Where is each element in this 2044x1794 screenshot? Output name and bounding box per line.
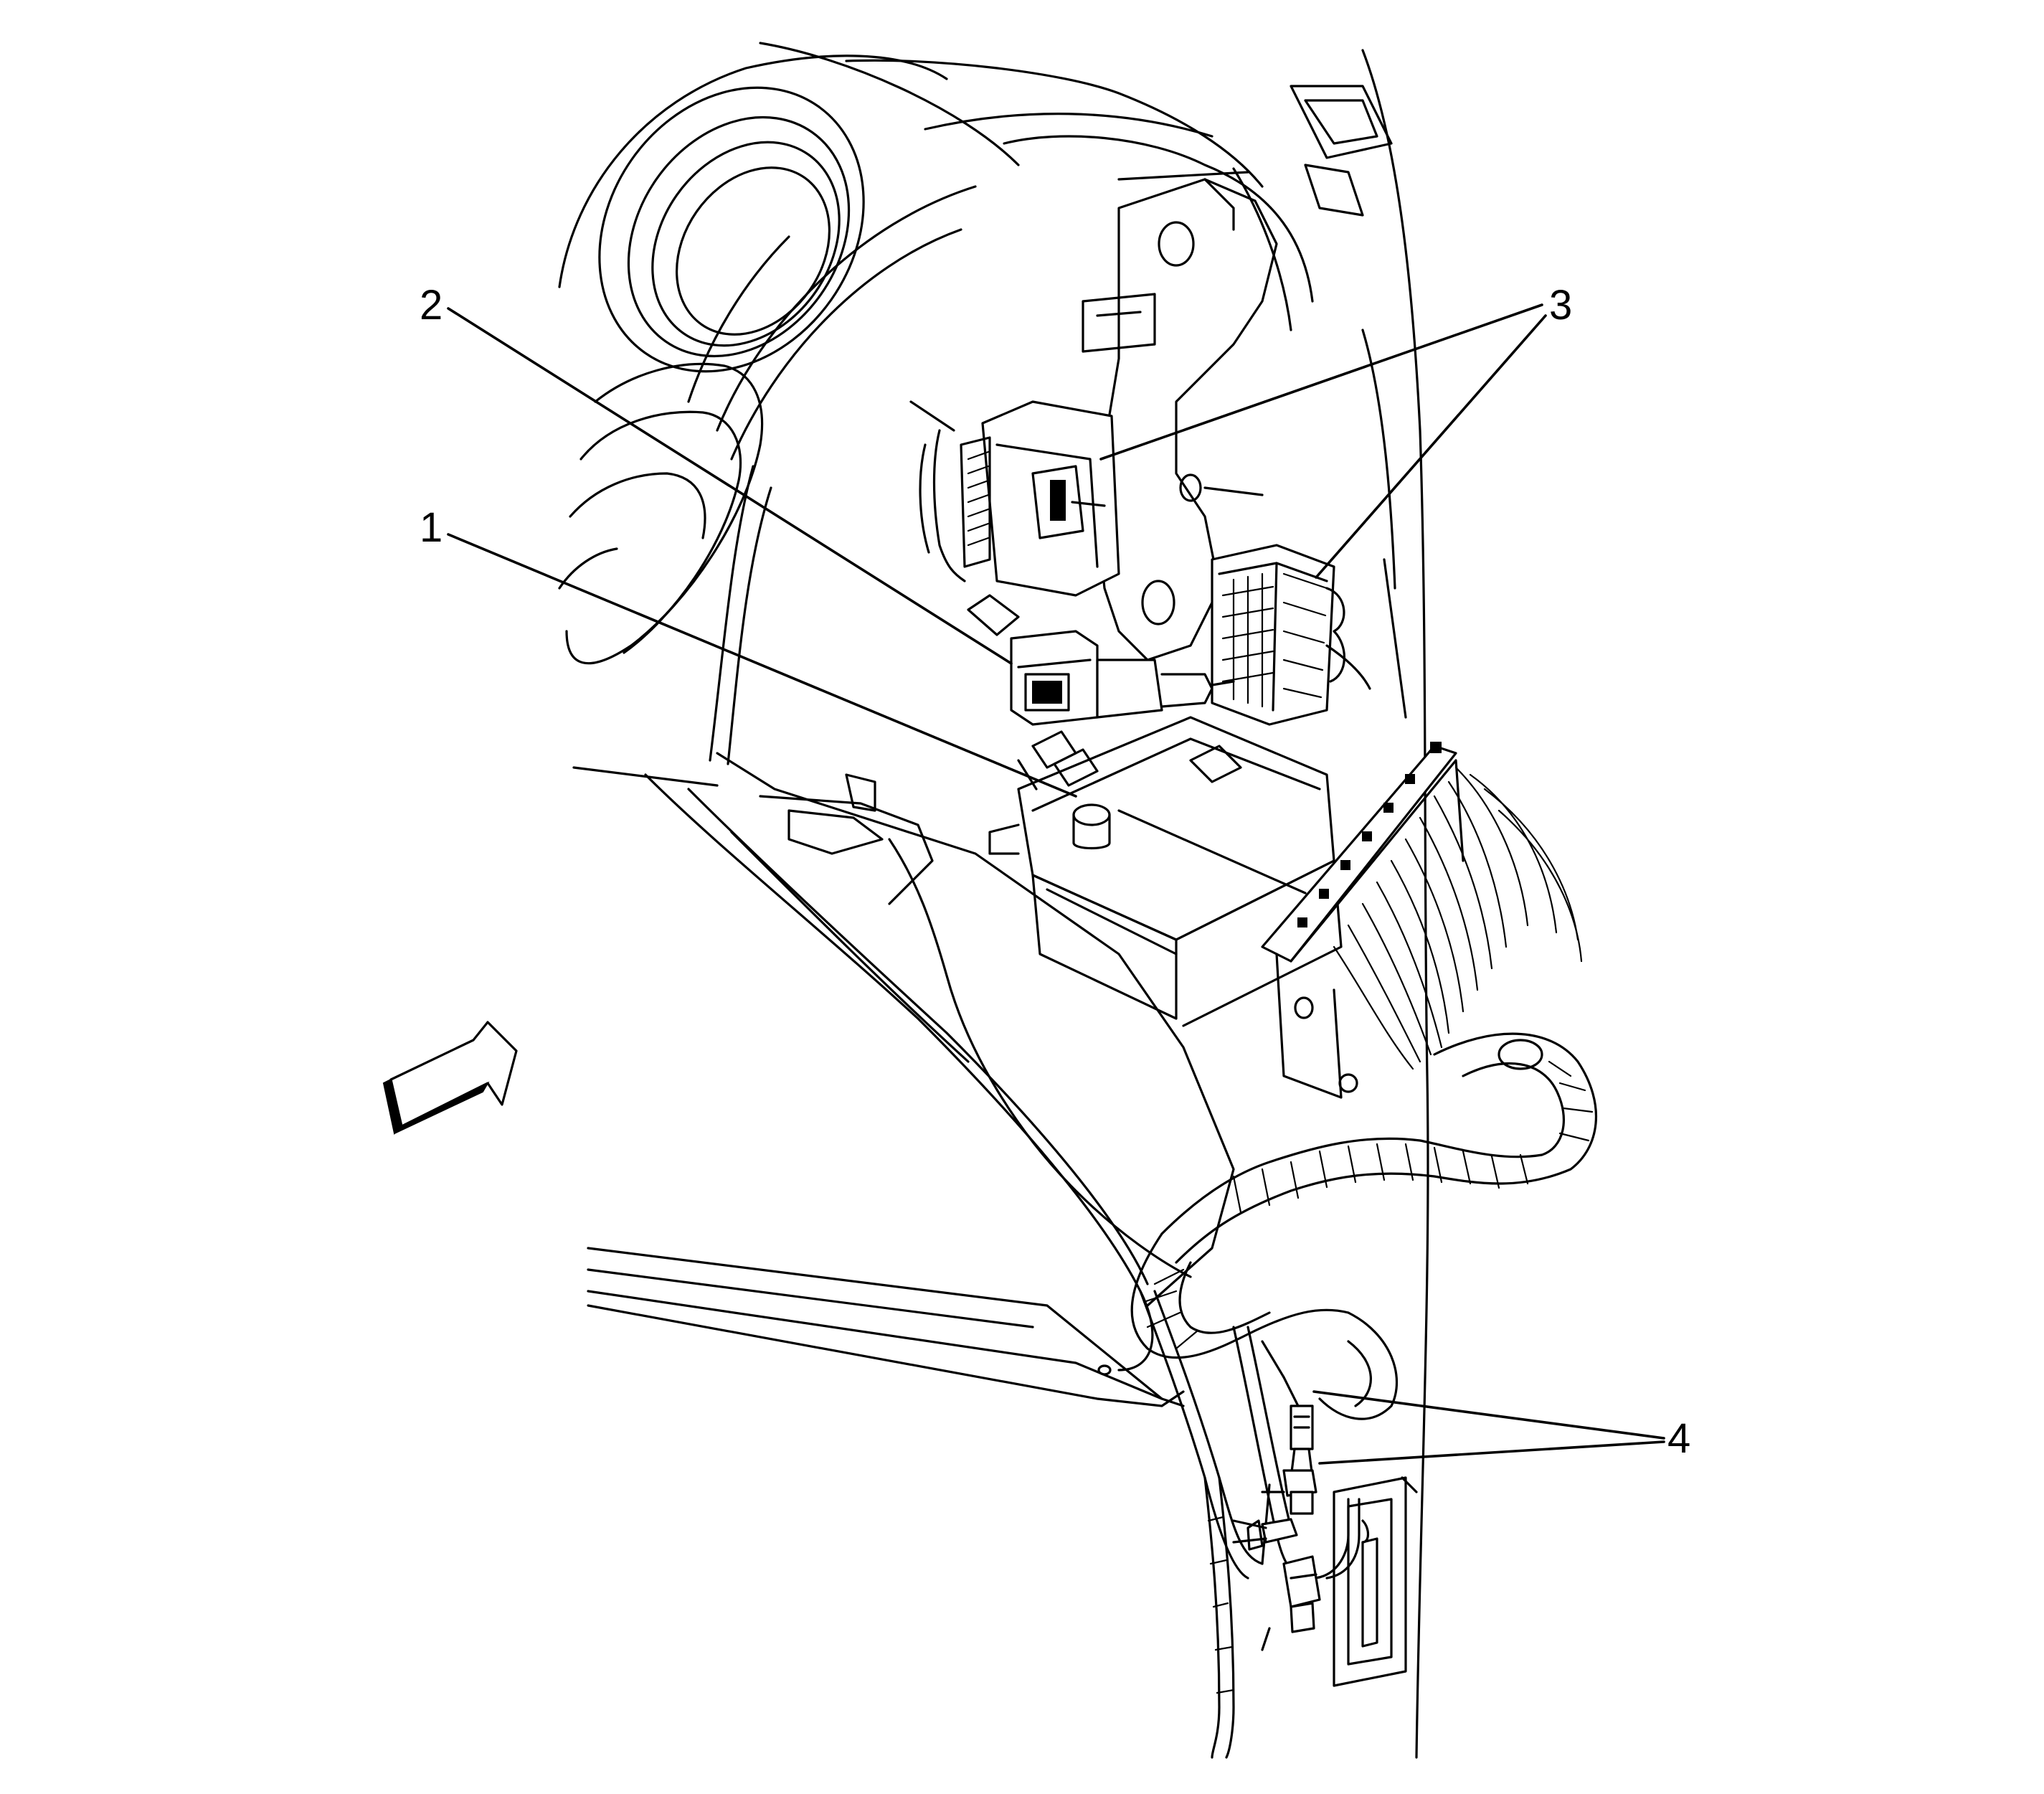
crossbar-edge [572, 766, 719, 787]
gauge-openings [558, 86, 865, 665]
control-module [988, 716, 1343, 1027]
wire-harness-conduit [1130, 1032, 1598, 1420]
callout-1: 1 [420, 504, 443, 551]
callout-2: 2 [420, 282, 443, 329]
leader-2 [447, 307, 1013, 665]
leader-3a [1099, 303, 1543, 461]
lower-wires [1139, 1290, 1370, 1759]
main-harness-connector [1261, 742, 1583, 1099]
callout-3: 3 [1549, 282, 1572, 329]
dash-panel-outline [558, 42, 1314, 765]
view-direction-arrow [382, 1021, 518, 1136]
connector-3-upper [909, 400, 1120, 597]
callout-4: 4 [1667, 1415, 1690, 1462]
connector-2 [967, 594, 1235, 726]
leader-4a [1312, 1390, 1665, 1440]
connector-3-lower [1211, 544, 1371, 726]
leader-3b [1315, 314, 1547, 579]
leader-1 [447, 533, 1077, 798]
leader-4b [1318, 1440, 1665, 1465]
lower-beam [587, 1247, 1185, 1407]
leader-lines [447, 303, 1665, 1465]
